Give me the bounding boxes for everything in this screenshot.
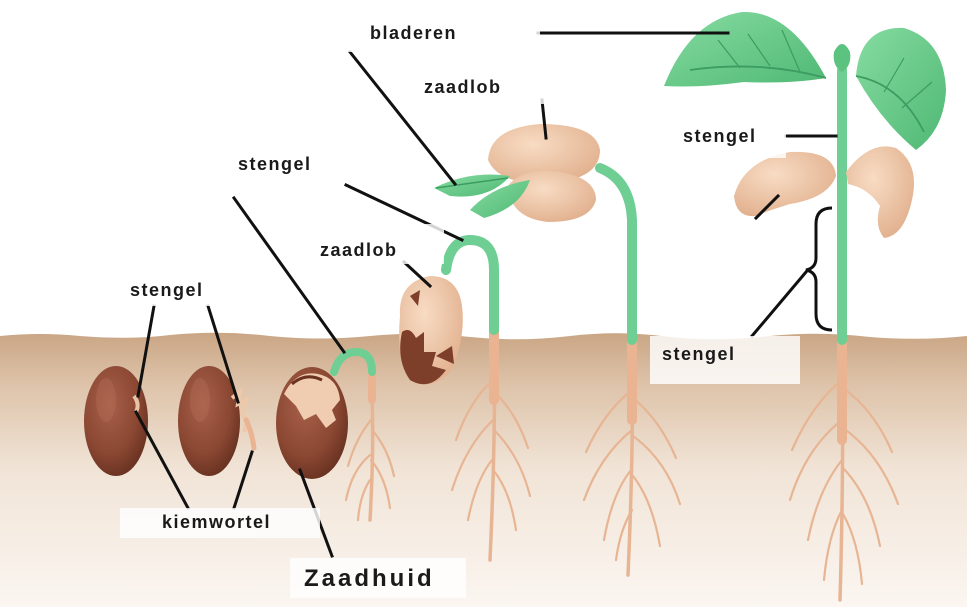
label-stengel-right: stengel — [683, 126, 757, 146]
label-zaadhuid: Zaadhuid — [304, 565, 435, 592]
label-stengel-left: stengel — [130, 280, 204, 300]
label-kiemwortel: kiemwortel — [162, 512, 271, 532]
soil — [0, 333, 967, 607]
label-bladeren: bladeren — [370, 23, 457, 43]
label-stengel-bracket: stengel — [662, 344, 736, 364]
label-zaadlob-mid: zaadlob — [320, 240, 398, 260]
seed-stage-1 — [84, 366, 148, 476]
label-stengel-mid: stengel — [238, 154, 312, 174]
stem-bracket — [806, 208, 832, 330]
label-zaadlob-top: zaadlob — [424, 77, 502, 97]
